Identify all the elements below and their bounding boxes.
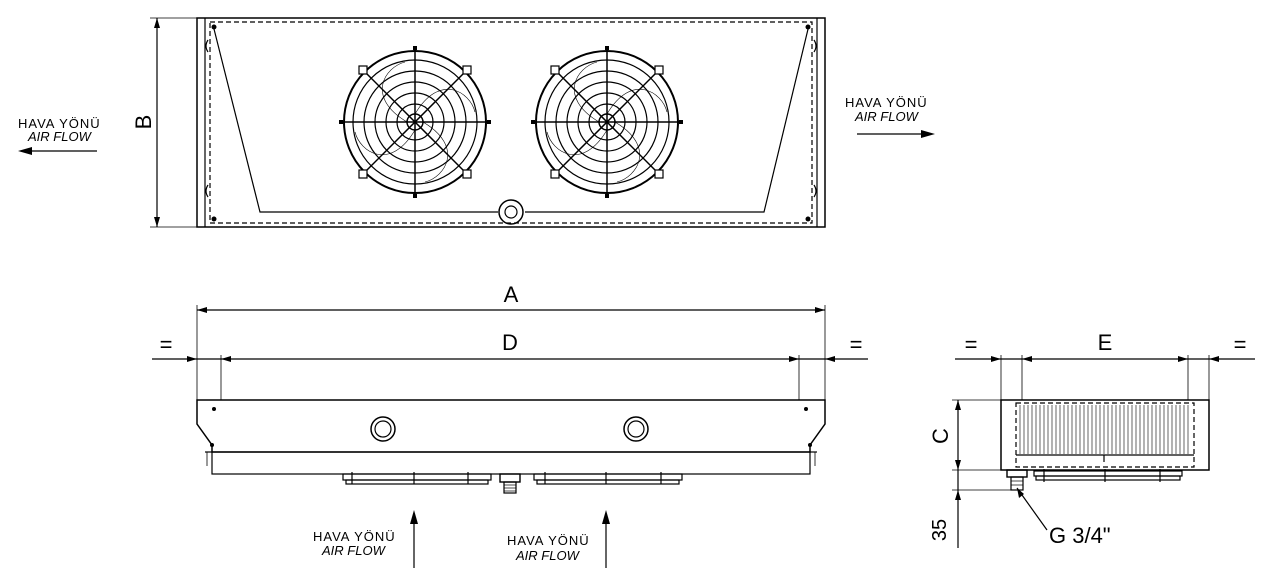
arrow-up-icon bbox=[410, 510, 418, 568]
fan-guard-bottom-right bbox=[533, 472, 683, 485]
dimension-c-label: C bbox=[928, 428, 953, 444]
dimension-35-label: 35 bbox=[929, 519, 951, 541]
top-view-outline bbox=[196, 17, 826, 228]
front-casing bbox=[196, 399, 826, 453]
dimension-d-label: D bbox=[502, 330, 518, 355]
front-screws bbox=[210, 407, 812, 447]
dimension-a-line bbox=[196, 305, 826, 400]
dimension-b-label: B bbox=[131, 115, 156, 130]
dimension-c-line bbox=[952, 399, 1001, 471]
drain-connection-icon bbox=[499, 473, 521, 494]
fan-guard-icon bbox=[339, 46, 491, 198]
connection-leader bbox=[1016, 487, 1048, 531]
fan-guard-icon bbox=[531, 46, 683, 198]
equal-sign-side-left: = bbox=[965, 332, 978, 357]
drain-connection-icon bbox=[1006, 469, 1028, 491]
drain-hole bbox=[498, 199, 524, 225]
airflow-label-tr-bottom-right: HAVA YÖNÜ bbox=[507, 533, 590, 548]
airflow-label-en-bottom-right: AIR FLOW bbox=[515, 548, 581, 563]
front-port-right bbox=[623, 416, 649, 442]
dimension-a-label: A bbox=[504, 282, 519, 307]
dimension-b-line bbox=[150, 17, 197, 228]
top-view: B HAVA YÖNÜ AIR FLOW HAVA YÖNÜ AIR FLOW bbox=[18, 17, 935, 228]
equal-sign-right: = bbox=[850, 332, 863, 357]
airflow-label-tr-bottom-left: HAVA YÖNÜ bbox=[313, 529, 396, 544]
airflow-label-en-right: AIR FLOW bbox=[854, 109, 920, 124]
dimension-e-label: E bbox=[1098, 330, 1113, 355]
airflow-label-tr-left: HAVA YÖNÜ bbox=[18, 116, 101, 131]
equal-sign-side-right: = bbox=[1234, 332, 1247, 357]
side-view: E = = C bbox=[928, 330, 1255, 548]
top-view-inner-frame bbox=[209, 21, 813, 224]
equal-sign-left: = bbox=[160, 332, 173, 357]
airflow-label-en-left: AIR FLOW bbox=[27, 129, 93, 144]
fan-guard-bottom-left bbox=[342, 472, 492, 485]
dimension-35-line bbox=[952, 470, 1011, 548]
dimension-d-line bbox=[152, 355, 868, 400]
front-base-plate bbox=[211, 451, 811, 475]
arrow-right-icon bbox=[857, 130, 935, 138]
hinge-marks bbox=[205, 39, 817, 198]
side-fan-guard bbox=[1033, 469, 1183, 482]
airflow-label-en-bottom-left: AIR FLOW bbox=[321, 543, 387, 558]
front-port-left bbox=[370, 416, 396, 442]
dimension-e-line bbox=[955, 355, 1255, 400]
corner-screws bbox=[211, 24, 811, 222]
arrow-up-icon bbox=[602, 510, 610, 568]
side-inner-frame bbox=[1015, 402, 1195, 468]
connection-size-label: G 3/4" bbox=[1049, 523, 1111, 548]
coil-fins bbox=[1019, 405, 1189, 454]
front-view: A D = = bbox=[152, 282, 868, 568]
airflow-label-tr-right: HAVA YÖNÜ bbox=[845, 95, 928, 110]
drip-tray-left bbox=[212, 24, 498, 213]
arrow-left-icon bbox=[18, 147, 97, 155]
drip-tray-right bbox=[525, 24, 810, 213]
